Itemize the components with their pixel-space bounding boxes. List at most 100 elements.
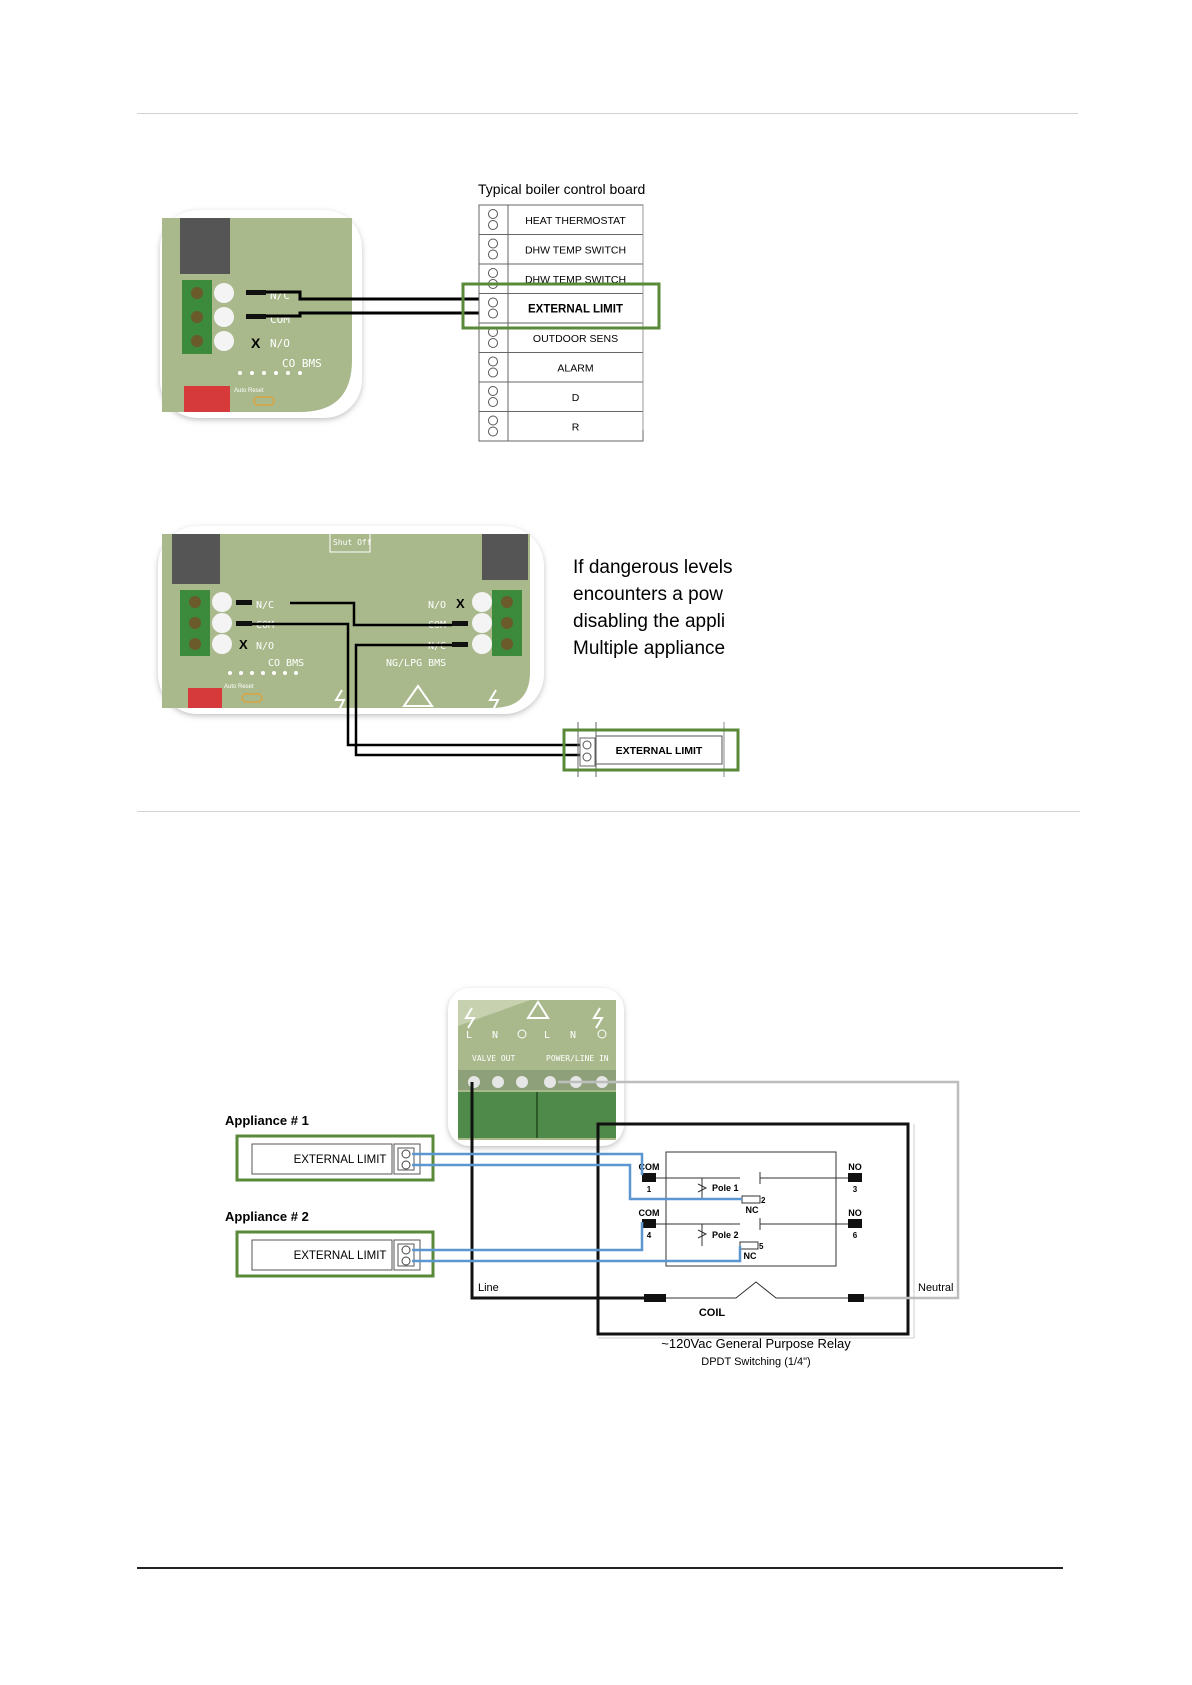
wire-nc-to-com (290, 601, 452, 627)
figure-3-relay-diagram: L N L N VALVE OUT POWER/LINE IN Applianc… (225, 988, 960, 1368)
external-limit-label: EXTERNAL LIMIT (294, 1250, 387, 1262)
appliance-2-external-limit: EXTERNAL LIMIT (235, 1230, 435, 1278)
terminal-screw-icon (488, 308, 498, 319)
board-row-label: OUTDOOR SENS (533, 333, 618, 345)
external-limit-label: EXTERNAL LIMIT (294, 1154, 387, 1166)
left-label-no: N/O (256, 641, 274, 652)
ground-icon (597, 1029, 607, 1039)
no-label: NO (848, 1208, 862, 1218)
external-limit-label: EXTERNAL LIMIT (616, 745, 703, 757)
terminal-screw-icon (488, 367, 498, 378)
board-row: EXTERNAL LIMIT (478, 293, 644, 324)
board-row: DHW TEMP SWITCH (478, 234, 644, 265)
appliance-2-wire-nc (412, 1246, 742, 1263)
right-label-nc: N/C (428, 641, 446, 652)
appliance-1-wire-com (412, 1152, 644, 1175)
top-rule (137, 113, 1078, 114)
nc-label: NC (746, 1205, 759, 1215)
relay-title: ~120Vac General Purpose Relay (661, 1336, 851, 1351)
appliance-1-external-limit: EXTERNAL LIMIT (235, 1134, 435, 1182)
general-purpose-relay: COM 1 NO 3 Pole 1 2 NC COM 4 NO 6 Pole 2… (596, 1122, 915, 1368)
pole-1-label: Pole 1 (712, 1183, 739, 1193)
board-row: DHW TEMP SWITCH (478, 263, 644, 294)
footer-rule (137, 1567, 1063, 1569)
terminal-screw-icon (488, 397, 498, 407)
valve-out-label: VALVE OUT (472, 1054, 516, 1063)
left-x-mark: X (239, 637, 248, 652)
terminal-n-label: N (570, 1030, 576, 1041)
label-no: N/O (270, 337, 290, 350)
neutral-wire (558, 1080, 960, 1300)
board-row: HEAT THERMOSTAT (478, 204, 644, 235)
pin-1-label: 1 (647, 1185, 652, 1194)
pin-4-label: 4 (647, 1231, 652, 1240)
label-shut-off: Shut Off (333, 538, 372, 547)
terminal-l-label: L (466, 1030, 472, 1041)
pin-6-label: 6 (853, 1231, 858, 1240)
pin-5-label: 5 (759, 1242, 764, 1251)
callout-text: If dangerous levels encounters a pow dis… (573, 554, 733, 662)
relay-subtitle: DPDT Switching (1/4") (701, 1356, 810, 1368)
callout-line: disabling the appli (573, 611, 726, 632)
label-ng-lpg-bms: NG/LPG BMS (386, 658, 446, 669)
appliance-2-label: Appliance # 2 (225, 1209, 309, 1224)
neutral-label: Neutral (918, 1282, 953, 1294)
wire-nc-to-limit (354, 643, 586, 757)
board-row-cell (507, 411, 644, 442)
lightning-bolt-icon (334, 689, 346, 713)
board-row-label: D (572, 392, 580, 404)
terminal-screw-icon (488, 386, 498, 396)
board-row-label: EXTERNAL LIMIT (528, 303, 623, 315)
external-limit-highlight (461, 282, 661, 330)
board-row: ALARM (478, 352, 644, 383)
no-label: NO (848, 1162, 862, 1172)
terminal-screw-icon (488, 268, 498, 278)
power-line-in-label: POWER/LINE IN (546, 1054, 609, 1063)
left-label-com: COM (256, 620, 274, 631)
dip-switch (184, 386, 230, 412)
pin-3-label: 3 (853, 1185, 858, 1194)
nc-label: NC (744, 1251, 757, 1261)
left-label-nc: N/C (256, 600, 274, 611)
board-row-cell (507, 352, 644, 383)
terminal-screw-icon (488, 249, 498, 260)
board-row-cell (507, 263, 644, 294)
board-row: D (478, 381, 644, 412)
appliance-1-label: Appliance # 1 (225, 1113, 309, 1128)
terminal-n-label: N (492, 1030, 498, 1041)
pole-2-label: Pole 2 (712, 1230, 739, 1240)
label-auto-reset: Auto Reset (234, 388, 264, 394)
lightning-bolt-icon (464, 1007, 476, 1029)
wire-com (266, 311, 490, 318)
terminal-screw-icon (488, 338, 498, 348)
coil-label: COIL (699, 1307, 726, 1319)
dual-bms-board-panel: N/C COM N/O X CO BMS Auto Reset Shut Off… (158, 526, 544, 714)
wire-com-to-limit (252, 622, 586, 747)
warning-icon (402, 684, 434, 707)
board-row-label: ALARM (557, 362, 593, 374)
bms-board-panel: N/C COM N/O X CO BMS Auto Reset (160, 210, 362, 418)
wire-nc (266, 290, 490, 301)
board-row: R (478, 411, 644, 442)
left-label-auto-reset: Auto Reset (224, 684, 254, 690)
figure-1-wiring-diagram: N/C COM N/O X CO BMS Auto Reset Typical … (160, 181, 661, 442)
terminal-screw-icon (488, 220, 498, 230)
terminal-screw-icon (488, 356, 498, 367)
terminal-l-label: L (544, 1030, 550, 1041)
lightning-bolt-icon (488, 689, 500, 713)
terminal-screw-icon (488, 209, 498, 219)
appliance-1-wire-nc (412, 1163, 742, 1201)
pin-2-label: 2 (761, 1196, 766, 1205)
board-title: Typical boiler control board (478, 181, 645, 197)
label-co-bms: CO BMS (282, 357, 322, 370)
power-terminal-panel: L N L N VALVE OUT POWER/LINE IN (448, 988, 624, 1146)
external-limit-strip: EXTERNAL LIMIT (562, 722, 740, 777)
board-row-label: R (572, 421, 580, 433)
terminal-screw-icon (488, 415, 498, 426)
figure-2-wiring-diagram: N/C COM N/O X CO BMS Auto Reset Shut Off… (158, 526, 740, 777)
board-row-label: HEAT THERMOSTAT (525, 215, 626, 227)
callout-line: If dangerous levels (573, 557, 733, 578)
right-x-mark: X (456, 596, 465, 611)
callout-line: Multiple appliance (573, 638, 726, 659)
